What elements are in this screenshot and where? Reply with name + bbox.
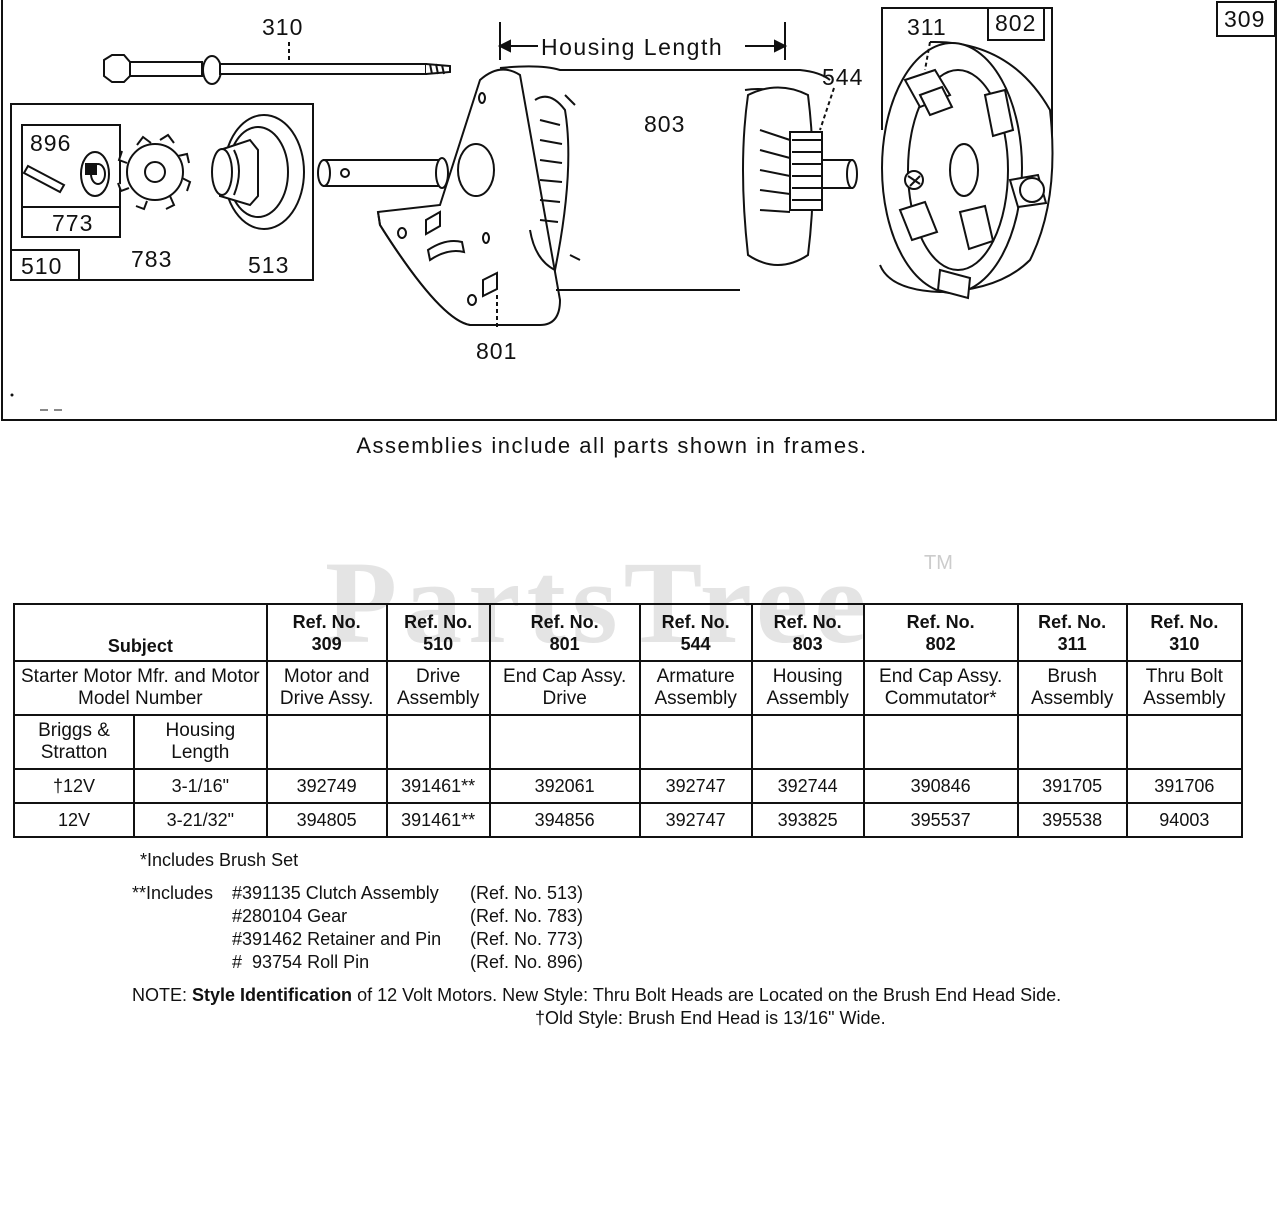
- includes-item-ref: (Ref. No. 783): [470, 906, 584, 926]
- corner-marks: [10, 393, 62, 411]
- empty-cell: [638, 714, 753, 770]
- col-header-803: Ref. No.803: [750, 603, 865, 662]
- table-row: †12V 3-1/16" 392749 391461** 392061 3927…: [13, 768, 1244, 804]
- row-voltage: †12V: [13, 768, 135, 804]
- subject-desc: Starter Motor Mfr. and Motor Model Numbe…: [13, 660, 268, 716]
- drive-assembly-frame: [10, 103, 314, 281]
- ref-783-label: 783: [131, 246, 173, 272]
- ref-309-label: 309: [1224, 6, 1266, 32]
- end-cap-drive-part: [317, 68, 562, 330]
- row-length: 3-21/32": [133, 802, 268, 838]
- cell-544: 392747: [638, 768, 753, 804]
- col-desc-510: Drive Assembly: [385, 660, 491, 716]
- subject-header: Subject: [13, 603, 268, 662]
- cell-803: 392744: [750, 768, 865, 804]
- empty-cell: [385, 714, 491, 770]
- housing-length-dimension: [497, 22, 788, 60]
- table-header-row: Subject Ref. No.309 Ref. No.510 Ref. No.…: [13, 603, 1244, 662]
- clutch-part: [211, 114, 305, 230]
- col-header-310: Ref. No.310: [1125, 603, 1244, 662]
- briggs-stratton-header: Briggs & Stratton: [13, 714, 135, 770]
- cell-802: 395537: [862, 802, 1019, 838]
- empty-cell: [1016, 714, 1128, 770]
- end-cap-commutator-frame: [881, 7, 1053, 165]
- roll-pin-part: [22, 151, 110, 197]
- includes-prefix: **Includes: [132, 883, 214, 903]
- brush-set-note: *Includes Brush Set: [140, 850, 299, 870]
- gear-part: [117, 133, 192, 211]
- exploded-parts-diagram: [1, 0, 1277, 421]
- cell-802: 390846: [862, 768, 1019, 804]
- empty-cell: [488, 714, 641, 770]
- row-length: 3-1/16": [133, 768, 268, 804]
- watermark-tm: TM: [924, 552, 953, 574]
- cell-510: 391461**: [385, 802, 491, 838]
- note-label: NOTE:: [132, 985, 188, 1005]
- empty-cell: [265, 714, 388, 770]
- empty-cell: [862, 714, 1019, 770]
- ref-310-label: 310: [262, 14, 304, 40]
- ref-802-label: 802: [995, 10, 1037, 36]
- cell-510: 391461**: [385, 768, 491, 804]
- col-desc-311: Brush Assembly: [1016, 660, 1128, 716]
- ref-544-label: 544: [822, 64, 864, 90]
- col-desc-802: End Cap Assy. Commutator*: [862, 660, 1019, 716]
- includes-item-part: # 93754 Roll Pin: [232, 952, 370, 972]
- includes-item-part: #280104 Gear: [232, 906, 348, 926]
- style-identification-bold: Style Identification: [192, 985, 353, 1005]
- diagram-caption: Assemblies include all parts shown in fr…: [356, 433, 868, 458]
- housing-length-header: Housing Length: [133, 714, 268, 770]
- diagram-frame: [1, 0, 1277, 421]
- armature-commutator-part: [742, 86, 858, 266]
- table-subheader-row: Briggs & Stratton Housing Length: [13, 714, 1244, 770]
- includes-item-part: #391462 Retainer and Pin: [232, 929, 442, 949]
- table-desc-row: Starter Motor Mfr. and Motor Model Numbe…: [13, 660, 1244, 716]
- cell-309: 392749: [265, 768, 388, 804]
- col-desc-309: Motor and Drive Assy.: [265, 660, 388, 716]
- armature-winding-drive-side: [529, 94, 581, 272]
- col-header-802: Ref. No.802: [862, 603, 1019, 662]
- table-row: 12V 3-21/32" 394805 391461** 394856 3927…: [13, 802, 1244, 838]
- empty-cell: [1125, 714, 1244, 770]
- ref-513-label: 513: [248, 252, 290, 278]
- col-header-801: Ref. No.801: [488, 603, 641, 662]
- ref-801-label: 801: [476, 338, 518, 364]
- style-identification-text: of 12 Volt Motors. New Style: Thru Bolt …: [357, 985, 1062, 1005]
- ref-803-label: 803: [644, 111, 686, 137]
- ref-311-label: 311: [907, 14, 947, 40]
- style-identification-note: NOTE: Style Identification of 12 Volt Mo…: [132, 984, 1061, 1006]
- col-desc-801: End Cap Assy. Drive: [488, 660, 641, 716]
- col-desc-803: Housing Assembly: [750, 660, 865, 716]
- col-header-544: Ref. No.544: [638, 603, 753, 662]
- row-voltage: 12V: [13, 802, 135, 838]
- cell-801: 392061: [488, 768, 641, 804]
- cell-311: 391705: [1016, 768, 1128, 804]
- col-header-510: Ref. No.510: [385, 603, 491, 662]
- includes-item-ref: (Ref. No. 513): [470, 883, 584, 903]
- includes-item-ref: (Ref. No. 896): [470, 952, 584, 972]
- parts-table: Subject Ref. No.309 Ref. No.510 Ref. No.…: [13, 603, 1244, 838]
- cell-310: 391706: [1125, 768, 1244, 804]
- empty-cell: [750, 714, 865, 770]
- cell-544: 392747: [638, 802, 753, 838]
- ref-309-box: [1216, 1, 1276, 37]
- cell-801: 394856: [488, 802, 641, 838]
- includes-item-ref: (Ref. No. 773): [470, 929, 584, 949]
- includes-item-part: #391135 Clutch Assembly: [232, 883, 439, 903]
- cell-311: 395538: [1016, 802, 1128, 838]
- col-desc-310: Thru Bolt Assembly: [1125, 660, 1244, 716]
- cell-310: 94003: [1125, 802, 1244, 838]
- col-header-309: Ref. No.309: [265, 603, 388, 662]
- old-style-note: †Old Style: Brush End Head is 13/16" Wid…: [535, 1008, 886, 1028]
- housing-length-label: Housing Length: [541, 34, 724, 60]
- ref-510-label: 510: [21, 253, 63, 279]
- ref-773-label: 773: [52, 210, 94, 236]
- ref-896-label: 896: [30, 130, 72, 156]
- thru-bolt-part: [103, 42, 451, 85]
- cell-803: 393825: [750, 802, 865, 838]
- col-desc-544: Armature Assembly: [638, 660, 753, 716]
- cell-309: 394805: [265, 802, 388, 838]
- col-header-311: Ref. No.311: [1016, 603, 1128, 662]
- end-cap-commutator-part: [879, 40, 1054, 300]
